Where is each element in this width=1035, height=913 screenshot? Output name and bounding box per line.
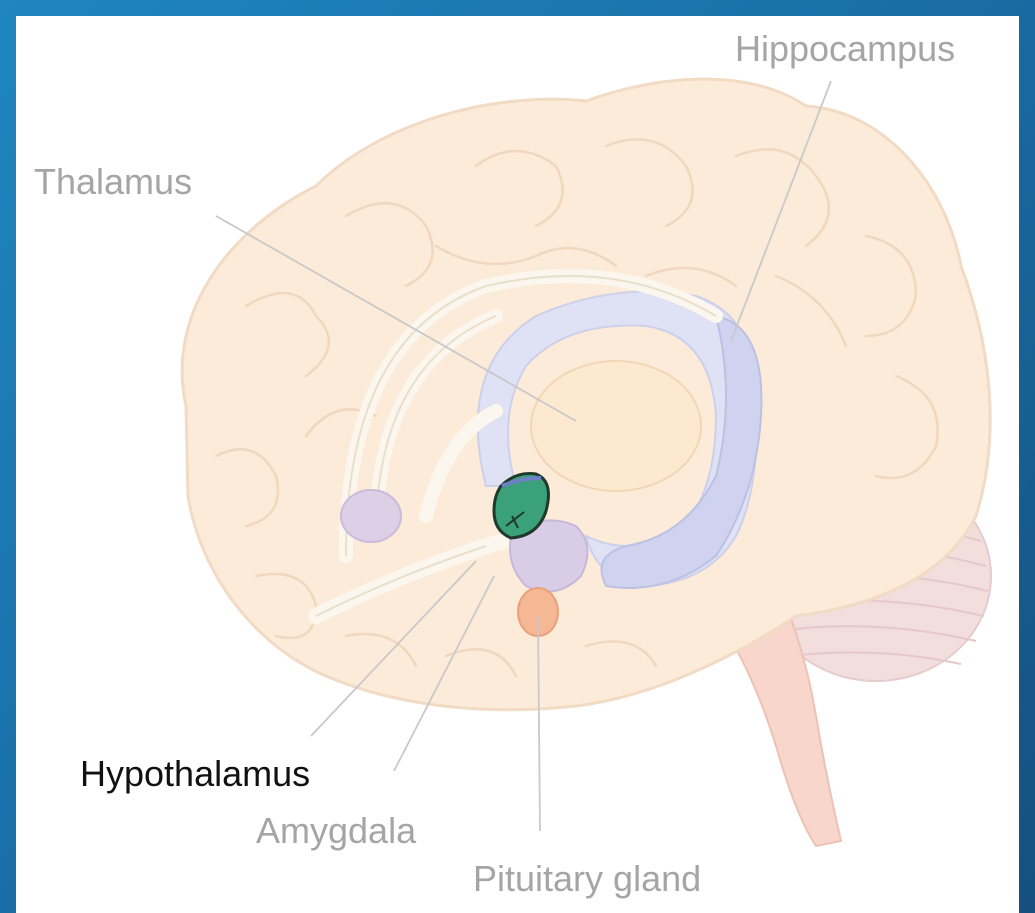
- label-hippocampus: Hippocampus: [735, 31, 955, 67]
- septal-body: [341, 490, 401, 542]
- slide-canvas: Hippocampus Thalamus Hypothalamus Amygda…: [16, 16, 1019, 913]
- label-thalamus: Thalamus: [34, 164, 192, 200]
- label-amygdala: Amygdala: [256, 813, 416, 849]
- thalamus-structure: [531, 361, 701, 491]
- label-hypothalamus: Hypothalamus: [80, 756, 310, 792]
- label-pituitary-gland: Pituitary gland: [473, 861, 701, 897]
